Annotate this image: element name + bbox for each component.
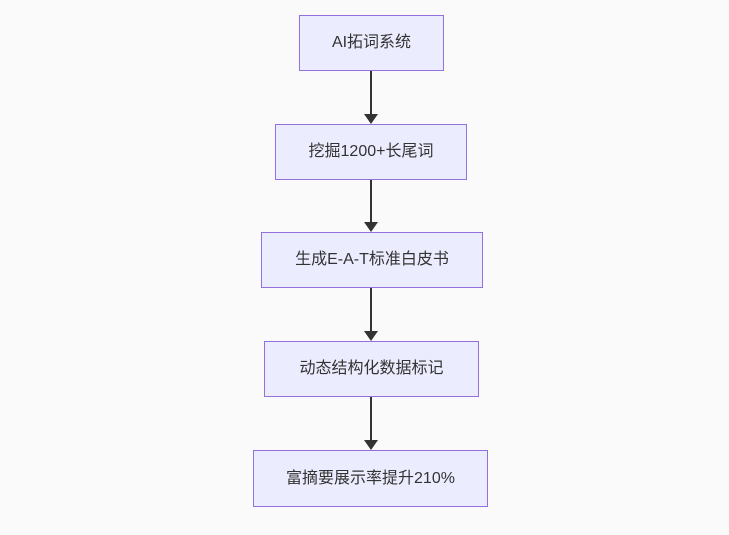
- node-label: 生成E-A-T标准白皮书: [295, 251, 449, 269]
- flowchart-node-step-5: 富摘要展示率提升210%: [253, 450, 488, 507]
- arrowhead-down-icon: [364, 222, 378, 232]
- flowchart-node-step-1: AI拓词系统: [299, 15, 444, 71]
- arrow-shaft: [370, 71, 372, 114]
- arrowhead-down-icon: [364, 331, 378, 341]
- arrow-shaft: [370, 397, 372, 440]
- flowchart-node-step-3: 生成E-A-T标准白皮书: [261, 232, 483, 288]
- arrowhead-down-icon: [364, 114, 378, 124]
- arrow-shaft: [370, 288, 372, 331]
- flow-arrow-4-to-5: [364, 397, 378, 450]
- flow-arrow-2-to-3: [364, 180, 378, 232]
- flowchart-node-step-4: 动态结构化数据标记: [264, 341, 479, 397]
- node-label: 富摘要展示率提升210%: [286, 469, 455, 487]
- flow-arrow-1-to-2: [364, 71, 378, 124]
- flow-arrow-3-to-4: [364, 288, 378, 341]
- arrow-shaft: [370, 180, 372, 222]
- node-label: 挖掘1200+长尾词: [308, 143, 434, 161]
- arrowhead-down-icon: [364, 440, 378, 450]
- node-label: 动态结构化数据标记: [299, 360, 444, 378]
- flowchart-node-step-2: 挖掘1200+长尾词: [275, 124, 467, 180]
- node-label: AI拓词系统: [331, 34, 412, 52]
